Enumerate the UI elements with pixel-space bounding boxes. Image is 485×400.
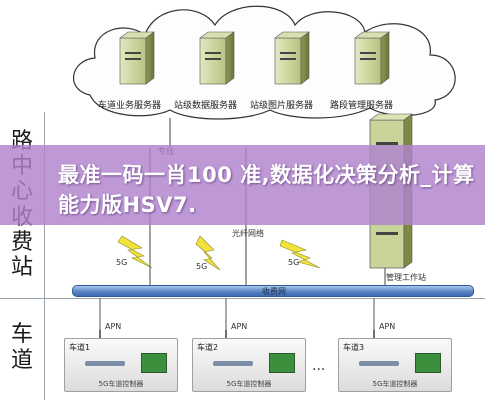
left-divider [44, 112, 45, 400]
lane-controller: 车道3 5G车道控制器 [338, 338, 452, 392]
toll-network-label: 收费网 [262, 287, 286, 296]
server-label: 路段管理服务器 [330, 101, 394, 111]
server-label: 车道业务服务器 [98, 101, 162, 111]
server-label: 站级图片服务器 [250, 101, 314, 111]
lane-label: 车道1 [69, 343, 91, 352]
apn-label: APN [231, 322, 248, 331]
banner-text: 最准一码一肖100 准,数据化决策分析_计算能力版HSV7. [58, 163, 475, 217]
server-label: 站级数据服务器 [174, 101, 238, 111]
display-screen [269, 353, 295, 373]
server-icon [119, 31, 155, 85]
controller-name: 5G车道控制器 [98, 380, 144, 388]
lightning-icon [117, 235, 153, 269]
server-icon [354, 31, 390, 85]
side-char: 车 [10, 322, 33, 348]
side-char: 站 [10, 255, 33, 281]
workstation-label: 管理工作站 [386, 273, 426, 282]
section-divider [0, 298, 485, 299]
brand-logo [213, 361, 253, 366]
controller-name: 5G车道控制器 [226, 380, 272, 388]
lightning-icon [279, 239, 321, 269]
lane-label: 车道3 [343, 343, 365, 352]
lane-label: 车道2 [197, 343, 219, 352]
title-banner [0, 145, 485, 225]
side-char: 道 [10, 347, 33, 373]
side-char: 费 [10, 229, 33, 255]
display-screen [141, 353, 167, 373]
server-cloud [72, 5, 456, 120]
server-icon [274, 31, 310, 85]
5g-label: 5G [196, 262, 208, 271]
5g-label: 5G [116, 258, 128, 267]
toll-network-bus [72, 285, 474, 297]
lane-side-label: 车 道 [0, 300, 44, 395]
apn-label: APN [379, 322, 396, 331]
fiber-label: 光纤网络 [232, 229, 264, 238]
brand-logo [359, 361, 399, 366]
ellipsis: ... [312, 358, 326, 374]
server-icon [199, 31, 235, 85]
lane-controller: 车道1 5G车道控制器 [64, 338, 178, 392]
controller-name: 5G车道控制器 [372, 380, 418, 388]
lightning-icon [195, 235, 221, 271]
brand-logo [85, 361, 125, 366]
apn-label: APN [105, 322, 122, 331]
5g-label: 5G [288, 258, 300, 267]
display-screen [415, 353, 441, 373]
lane-controller: 车道2 5G车道控制器 [192, 338, 306, 392]
